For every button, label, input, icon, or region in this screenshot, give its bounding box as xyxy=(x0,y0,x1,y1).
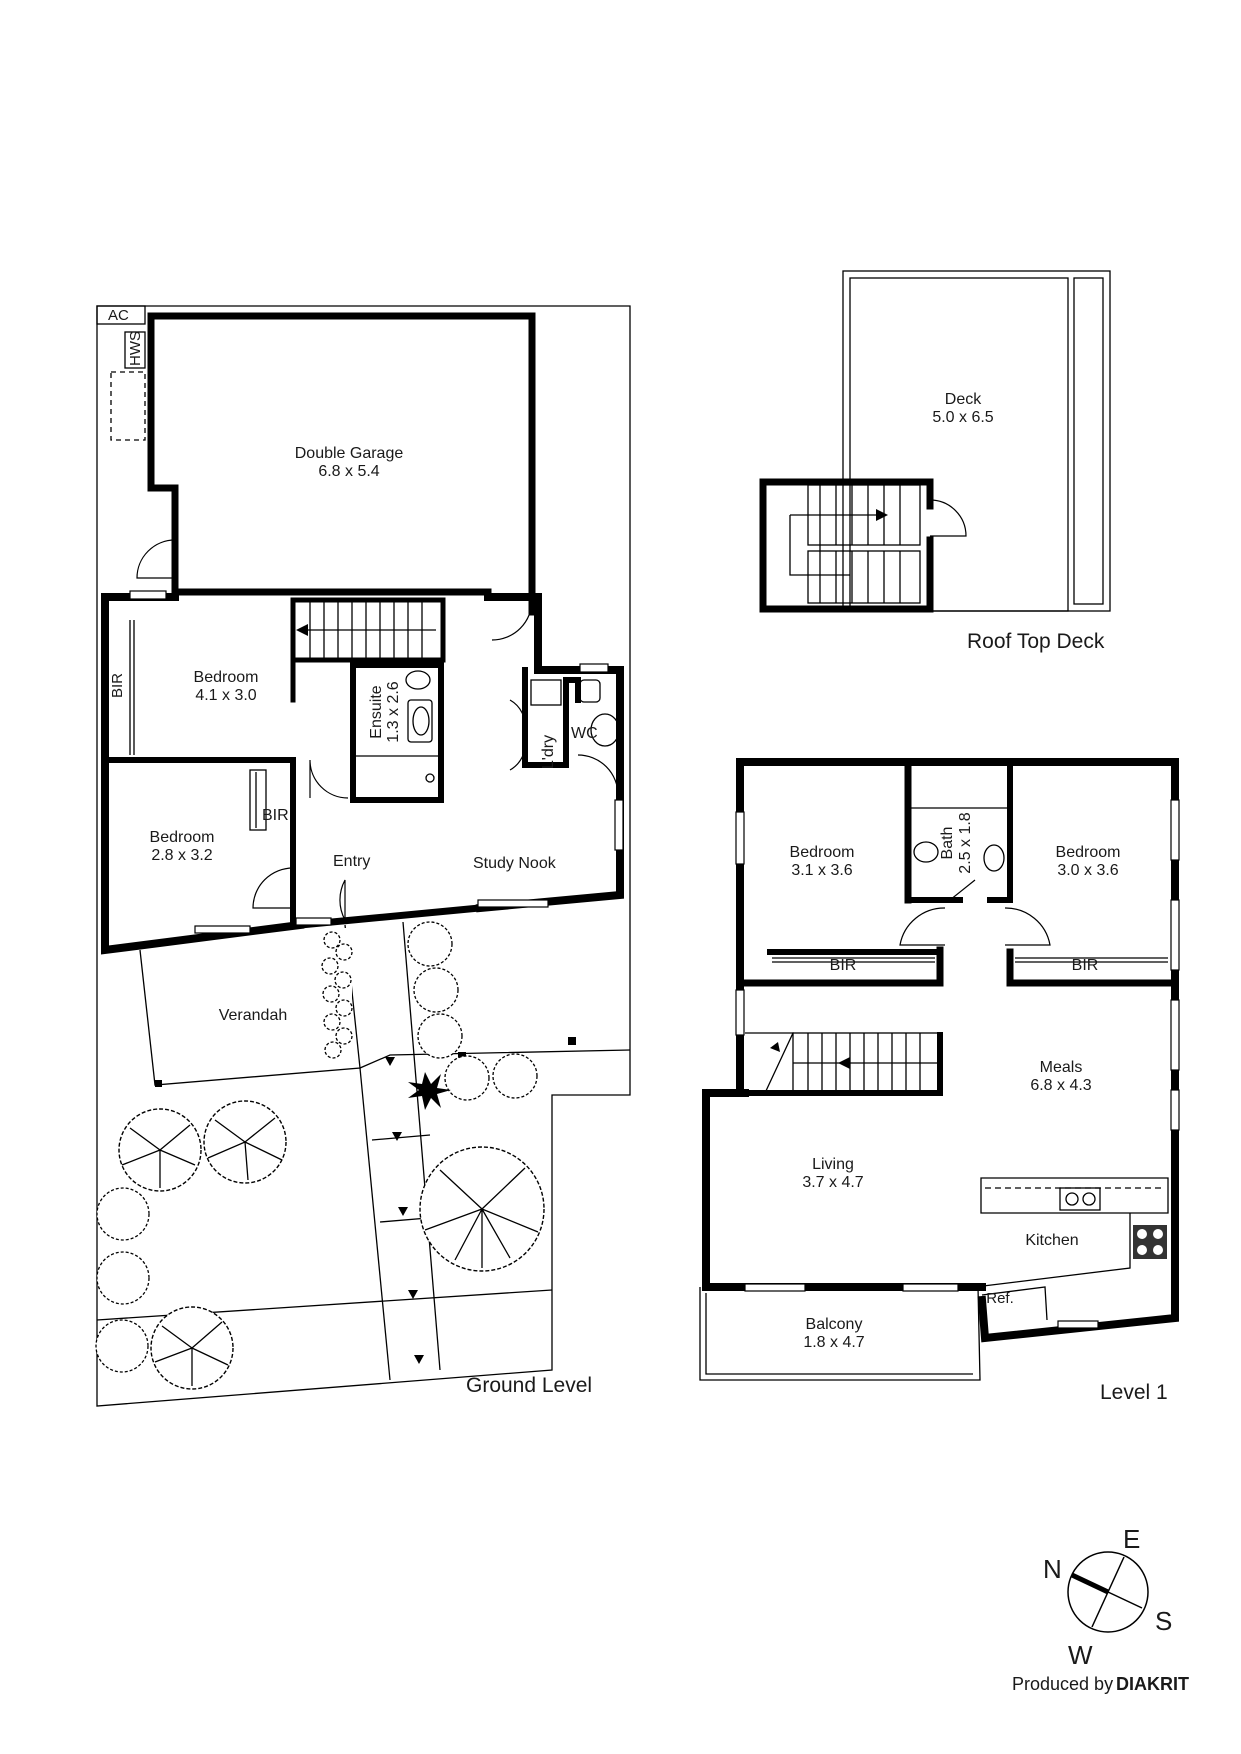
bed1-name: Bedroom xyxy=(194,669,259,686)
bed-b-name: Bedroom xyxy=(1056,844,1121,861)
garden-hedge xyxy=(321,928,353,1063)
living-dims: 3.7 x 4.7 xyxy=(802,1174,863,1191)
producer-credit: Produced by DIAKRIT xyxy=(1012,1674,1189,1694)
kitchen-label: Kitchen xyxy=(1025,1232,1078,1249)
garage-door-swing xyxy=(491,599,533,641)
bed-b-dims: 3.0 x 3.6 xyxy=(1057,862,1118,879)
compass-w: W xyxy=(1068,1640,1093,1670)
bed-b-bir: BIR xyxy=(1072,957,1099,974)
bed2-bir: BIR xyxy=(262,807,289,824)
meals-dims: 6.8 x 4.3 xyxy=(1030,1077,1091,1094)
ensuite-name: Ensuite xyxy=(368,685,385,738)
shrubs xyxy=(95,921,538,1373)
roof-deck-plan: Deck 5.0 x 6.5 Roof Top Deck xyxy=(759,270,1111,653)
level-1-title: Level 1 xyxy=(1100,1381,1168,1404)
balcony-dims: 1.8 x 4.7 xyxy=(803,1334,864,1351)
bed-a-dims: 3.1 x 3.6 xyxy=(791,862,852,879)
wc-label: WC xyxy=(571,725,598,742)
bed-a-bir: BIR xyxy=(830,957,857,974)
bath-name: Bath xyxy=(939,827,956,860)
ground-house-walls xyxy=(101,593,624,955)
balcony-name: Balcony xyxy=(806,1316,863,1333)
bath-dims: 2.5 x 1.8 xyxy=(957,812,974,873)
hot-water-unit xyxy=(124,331,146,369)
garage-name: Double Garage xyxy=(295,445,404,462)
bed2-name: Bedroom xyxy=(150,829,215,846)
level-1-plan: Bedroom 3.1 x 3.6 BIR Bath 2.5 x 1.8 Bed… xyxy=(699,758,1180,1404)
ac-unit xyxy=(96,305,146,325)
ground-level-plan: AC HWS Double Garage 6.8 x 5.4 Bedroom 4… xyxy=(95,305,631,1407)
site-boundary xyxy=(96,305,631,1407)
compass-n: N xyxy=(1043,1554,1062,1584)
bed2-dims: 2.8 x 3.2 xyxy=(151,847,212,864)
deck-dims: 5.0 x 6.5 xyxy=(932,409,993,426)
roof-deck-title: Roof Top Deck xyxy=(967,630,1105,653)
compass-s: S xyxy=(1155,1606,1172,1636)
credit-produced: Produced by xyxy=(1012,1674,1113,1694)
ref-label: Ref. xyxy=(986,1290,1014,1307)
hws-label: HWS xyxy=(127,331,144,366)
compass: N E S W xyxy=(1043,1524,1172,1670)
ensuite-dims: 1.3 x 2.6 xyxy=(385,681,402,742)
level1-stairs xyxy=(737,1032,943,1096)
verandah-label: Verandah xyxy=(219,1007,288,1024)
bed1-bir: BIR xyxy=(109,673,126,698)
deck-name: Deck xyxy=(945,391,982,408)
trees xyxy=(118,1100,545,1390)
ac-label: AC xyxy=(108,307,129,324)
garage-dims: 6.8 x 5.4 xyxy=(318,463,379,480)
credit-brand: DIAKRIT xyxy=(1116,1674,1189,1694)
entry-label: Entry xyxy=(333,853,370,870)
laundry-label: L'dry xyxy=(540,735,557,769)
study-label: Study Nook xyxy=(473,855,557,872)
living-name: Living xyxy=(812,1156,854,1173)
bed-a-name: Bedroom xyxy=(790,844,855,861)
compass-e: E xyxy=(1123,1524,1140,1554)
ground-level-title: Ground Level xyxy=(466,1374,592,1397)
bed1-dims: 4.1 x 3.0 xyxy=(195,687,256,704)
ground-stairs xyxy=(290,597,446,663)
meals-name: Meals xyxy=(1040,1059,1083,1076)
roof-stairs xyxy=(789,484,921,604)
